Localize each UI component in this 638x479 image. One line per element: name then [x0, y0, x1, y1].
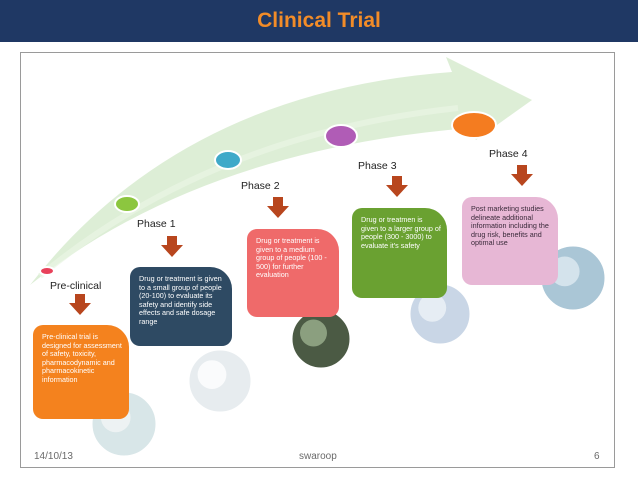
down-arrow-icon	[511, 165, 533, 186]
down-arrow-icon	[69, 294, 91, 315]
stage-box-text: Drug or treatmen is given to a larger gr…	[361, 215, 441, 250]
stage-box-pre-clinical: Pre-clinical trial is designed for asses…	[33, 325, 129, 419]
down-arrow-icon	[386, 176, 408, 197]
stage-marker-ellipse	[39, 266, 55, 276]
slide-title: Clinical Trial	[257, 9, 381, 32]
stage-label-pre-clinical: Pre-clinical	[50, 280, 102, 292]
stage-box-phase-1: Drug or treatment is given to a small gr…	[130, 267, 232, 346]
title-bar	[0, 0, 638, 42]
stage-box-phase-3: Drug or treatmen is given to a larger gr…	[352, 208, 447, 298]
stage-box-text: Pre-clinical trial is designed for asses…	[42, 332, 122, 384]
stage-box-phase-4: Post marketing studies delineate additio…	[462, 197, 558, 285]
footer-page-number: 6	[594, 451, 600, 462]
footer-author: swaroop	[299, 451, 337, 462]
photo-highlight	[418, 293, 447, 322]
stage-marker-ellipse	[324, 124, 358, 148]
photo-highlight	[197, 360, 227, 389]
stage-marker-ellipse	[114, 195, 140, 213]
down-arrow-icon	[161, 236, 183, 257]
stage-marker-ellipse	[214, 150, 242, 170]
stage-label-phase-3: Phase 3	[358, 160, 397, 172]
photo-highlight	[300, 319, 327, 347]
stage-box-phase-2: Drug or treatment is given to a medium g…	[247, 229, 339, 317]
stage-box-text: Drug or treatment is given to a medium g…	[256, 236, 327, 280]
down-arrow-icon	[267, 197, 289, 218]
stage-marker-ellipse	[451, 111, 497, 139]
stage-box-text: Post marketing studies delineate additio…	[471, 204, 549, 248]
stage-label-phase-4: Phase 4	[489, 148, 528, 160]
stage-label-phase-1: Phase 1	[137, 218, 176, 230]
stage-box-text: Drug or treatment is given to a small gr…	[139, 274, 222, 326]
stage-label-phase-2: Phase 2	[241, 180, 280, 192]
footer-date: 14/10/13	[34, 451, 73, 462]
